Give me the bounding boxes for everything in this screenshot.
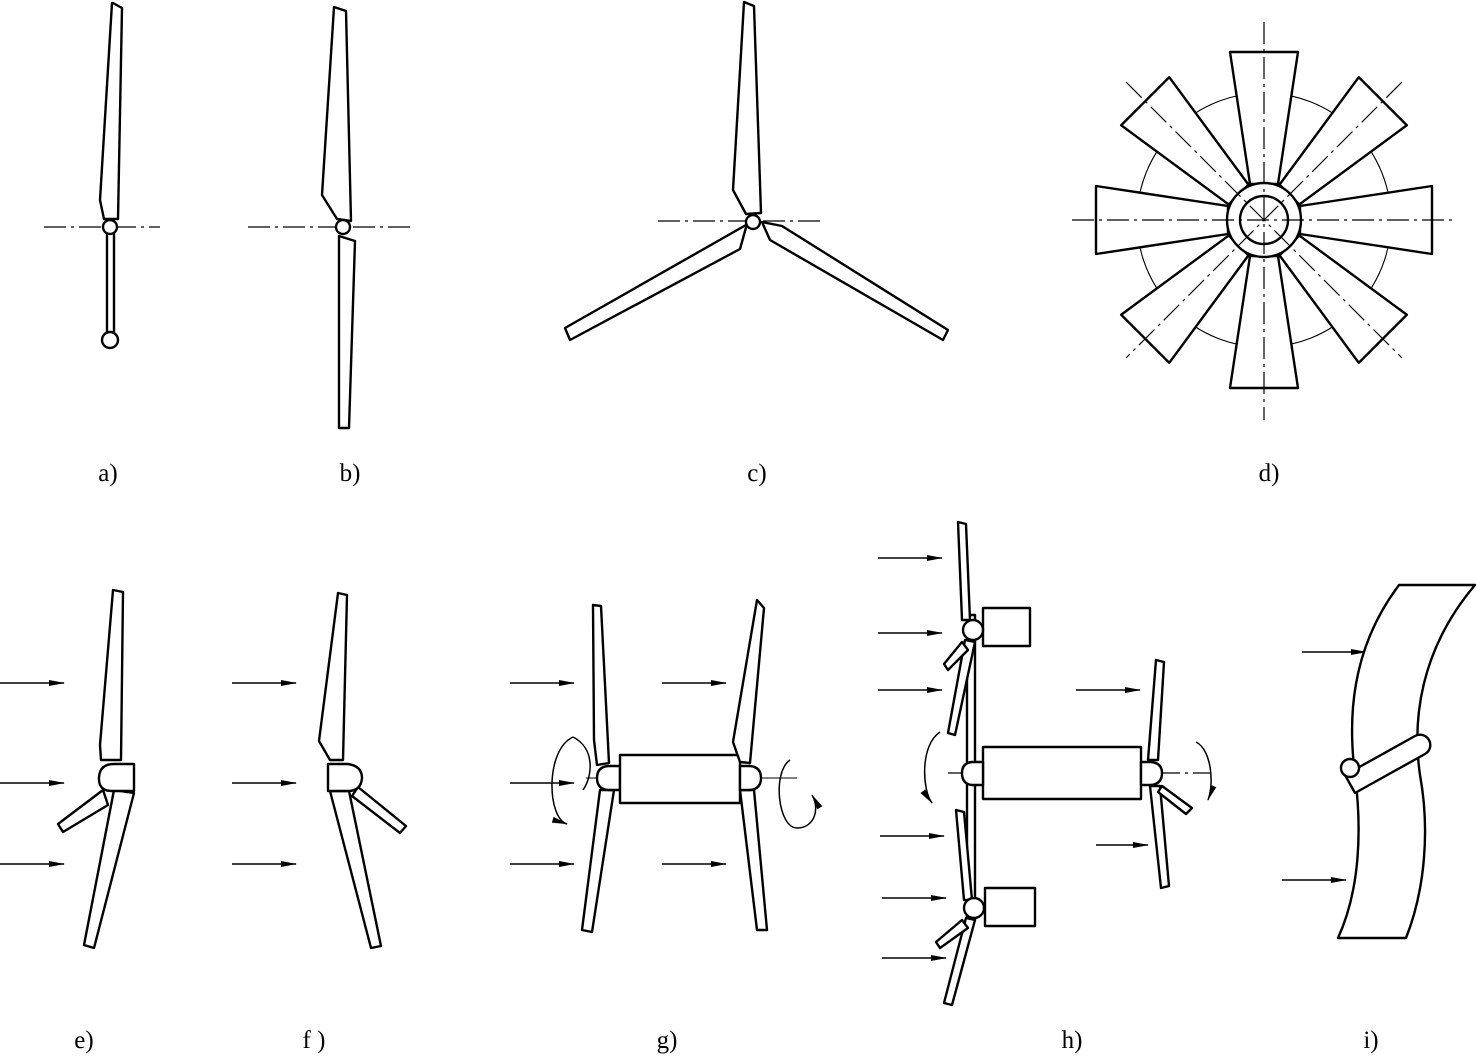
blade-e-upper (98, 588, 125, 762)
hub-h-left (960, 760, 985, 787)
blade-f-short (350, 785, 408, 835)
caption-d: d) (1258, 460, 1280, 487)
multi-blade-rotor-d (1072, 22, 1456, 420)
hub-f (326, 762, 364, 793)
downwind-rotor-f (232, 591, 408, 950)
hub-g-right (738, 764, 763, 792)
twin-rotor-g (510, 598, 823, 934)
caption-f: f ) (302, 1027, 326, 1054)
blade-b-upper (320, 5, 353, 223)
curved-blade-i (1282, 583, 1477, 940)
rotation-arc-g-left (572, 736, 591, 791)
caption-h: h) (1061, 1027, 1083, 1054)
rotation-arrow-g-left (551, 736, 574, 825)
blade-b-lower (337, 234, 357, 430)
blade-g-right-upper (731, 598, 766, 765)
blade-h-top-lower (946, 638, 977, 737)
shaft-end-i (1339, 757, 1361, 779)
nacelle-g (618, 753, 742, 805)
blade-h-bottom-lower (942, 916, 977, 1007)
blade-h-right-upper (1146, 658, 1166, 762)
blade-h-right-short (1156, 784, 1194, 816)
blade-c-left (563, 222, 749, 342)
hub-b (334, 218, 352, 236)
blade-h-top-short (942, 640, 970, 672)
shaft-i (1343, 733, 1432, 795)
caption-g: g) (656, 1027, 678, 1054)
rotation-arrow-g-right (778, 759, 823, 829)
blade-f-upper (317, 591, 349, 762)
multi-rotor-h (878, 520, 1217, 1007)
caption-c: c) (747, 460, 767, 487)
hub-c (744, 213, 762, 231)
generator-h-bottom (983, 886, 1037, 928)
blade-g-left-upper (591, 603, 611, 767)
hub-e (97, 762, 136, 793)
blade-h-right-lower (1148, 784, 1171, 890)
hub-g-left (595, 764, 622, 792)
generator-h-top (981, 606, 1032, 648)
blade-e-short (56, 788, 110, 834)
three-blade-rotor-c (563, 0, 950, 342)
hub-h-top (961, 618, 985, 642)
blade-f-lower (328, 789, 383, 950)
blade-g-right-lower (738, 788, 769, 932)
caption-e: e) (74, 1027, 94, 1054)
nacelle-h (981, 745, 1143, 801)
hub-h-bottom (962, 896, 986, 920)
hub-a (101, 218, 119, 236)
blade-h-bottom-short (934, 918, 970, 950)
blade-h-top-upper (956, 520, 972, 622)
two-blade-rotor-b (248, 5, 413, 430)
counterweight-arm-a (105, 231, 116, 335)
upwind-rotor-e (0, 588, 136, 950)
blade-c-top (731, 0, 763, 216)
blade-d (1228, 50, 1300, 186)
caption-a: a) (98, 460, 118, 487)
centerline-d-diag2 (1125, 81, 1403, 359)
rotation-arrow-h-right (1195, 741, 1217, 801)
rotation-arrow-h-left (920, 731, 941, 804)
blade-a (98, 1, 124, 221)
caption-i: i) (1363, 1027, 1379, 1054)
caption-b: b) (339, 460, 361, 487)
blade-c-right (760, 220, 950, 342)
hub-h-right (1139, 760, 1164, 787)
counterweight-a (100, 330, 120, 350)
single-blade-rotor-a (44, 1, 160, 350)
blade-g-left-lower (580, 788, 616, 934)
